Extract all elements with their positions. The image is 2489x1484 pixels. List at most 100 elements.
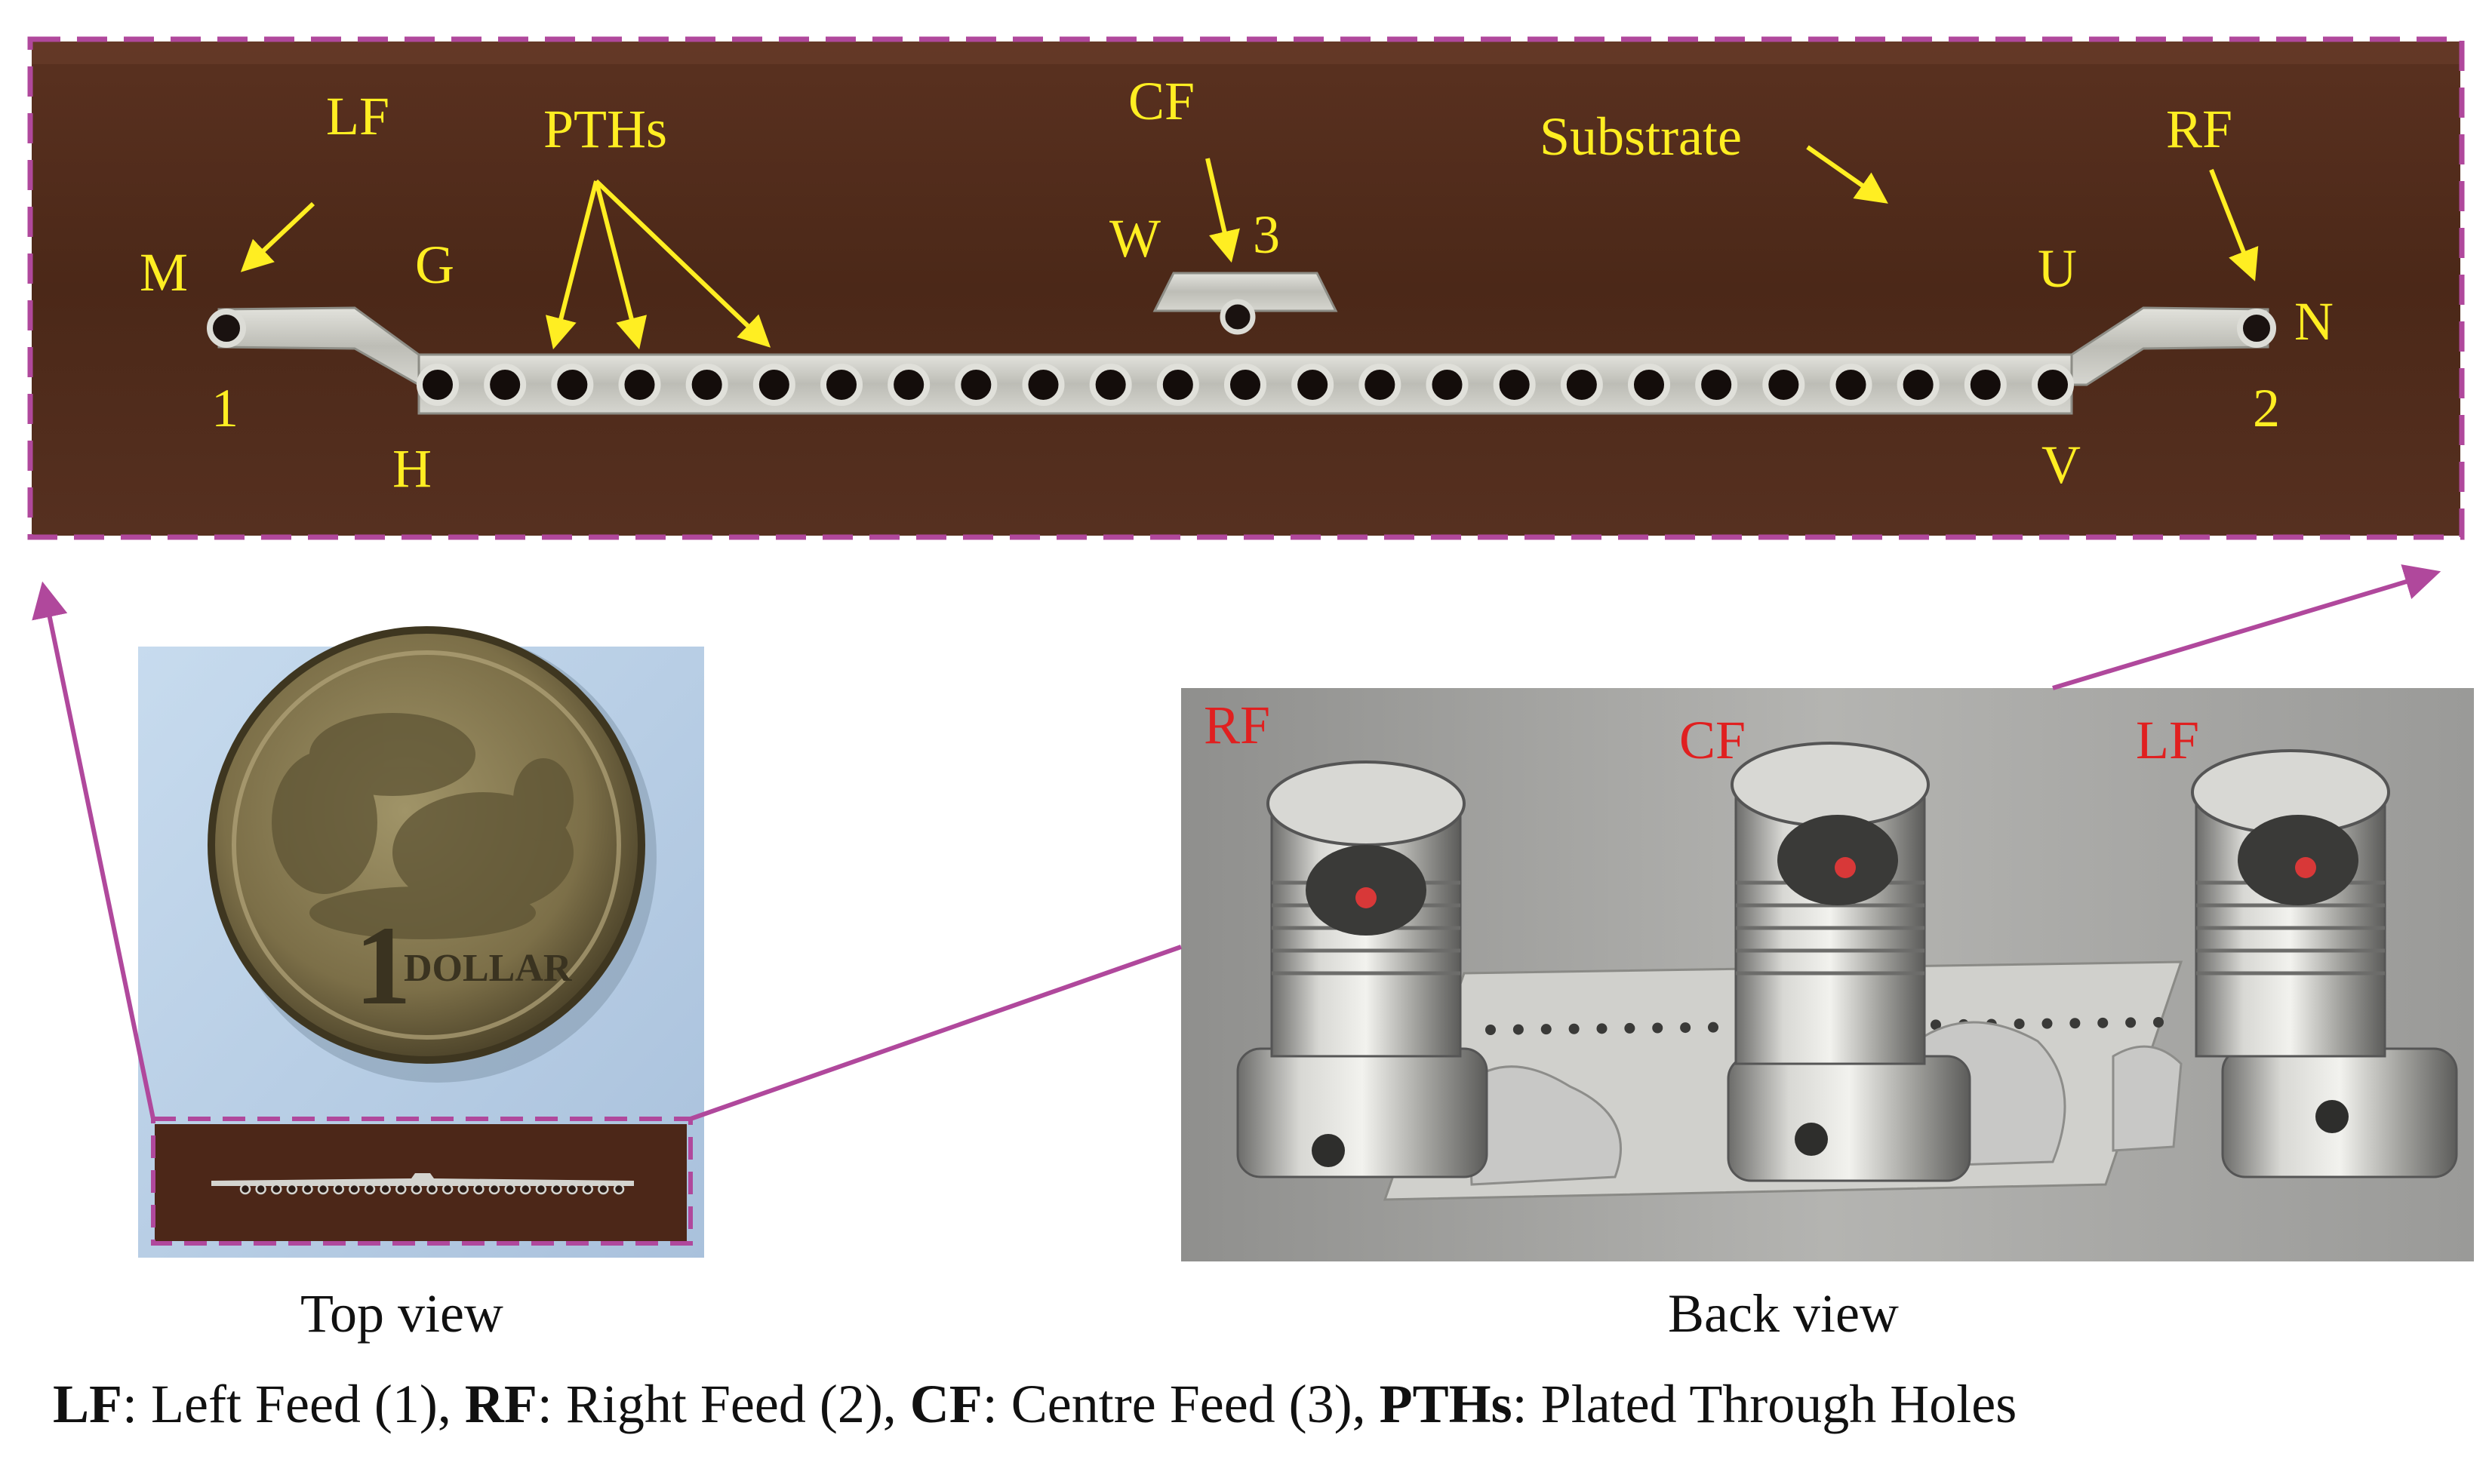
pth-via <box>1022 364 1065 406</box>
legend-cf-abbr: CF <box>909 1374 983 1434</box>
pth-via <box>1560 364 1603 406</box>
right-feed-hole <box>2237 309 2276 348</box>
small-pth-via <box>426 1183 438 1195</box>
back-pth-via <box>2097 1017 2109 1028</box>
back-pcb-vias <box>1485 1017 2164 1035</box>
pth-via <box>484 364 527 406</box>
label-pths: PTHs <box>543 99 667 159</box>
pth-via <box>1089 364 1132 406</box>
label-substrate: Substrate <box>1540 106 1742 167</box>
connector-label-rf: RF <box>1204 695 1270 755</box>
small-pth-via <box>520 1183 531 1195</box>
caption-back-view: Back view <box>1668 1283 1899 1344</box>
legend-pth-abbr: PTHs <box>1379 1374 1512 1434</box>
small-pth-via <box>271 1183 282 1195</box>
centre-pad <box>1152 272 1338 312</box>
zoom-line-small-to-back <box>690 945 1182 1121</box>
centre-feed-hole <box>1220 299 1256 335</box>
pth-via <box>1897 364 1940 406</box>
small-pth-via <box>566 1183 578 1195</box>
pth-via <box>1829 364 1872 406</box>
pth-via <box>417 364 459 406</box>
small-pcb-strip <box>211 1173 634 1186</box>
pth-via <box>1156 364 1199 406</box>
small-pth-via <box>411 1183 423 1195</box>
label-2: 2 <box>2253 378 2280 438</box>
back-pth-via <box>1931 1019 1941 1031</box>
connector-label-cf: CF <box>1679 710 1746 770</box>
pth-via <box>1628 364 1670 406</box>
label-n: N <box>2294 291 2334 352</box>
legend-lf-abbr: LF <box>53 1374 123 1434</box>
pth-via <box>752 364 795 406</box>
zoom-line-back-view <box>2052 564 2441 690</box>
pth-via <box>551 364 594 406</box>
back-pth-via <box>2041 1018 2053 1029</box>
small-pth-via <box>317 1183 329 1195</box>
annotation-arrows <box>240 145 2259 350</box>
small-pth-via <box>255 1183 266 1195</box>
back-pth-via <box>1568 1023 1580 1034</box>
arrow-pth-2 <box>594 180 648 350</box>
back-pth-via <box>1596 1023 1608 1034</box>
small-pth-via <box>535 1183 547 1195</box>
annotation-labels: LF PTHs CF Substrate RF M G W 3 U N 1 H … <box>140 71 2334 499</box>
arrow-substrate <box>1806 145 1888 204</box>
zoom-frame <box>27 36 2465 540</box>
small-pth-via <box>333 1183 344 1195</box>
small-pcb-vias <box>239 1183 625 1195</box>
arrow-lf <box>240 201 315 272</box>
pth-via <box>1964 364 2007 406</box>
back-pth-via <box>2014 1019 2025 1030</box>
legend-pth-desc: : Plated Through Holes <box>1512 1374 2017 1434</box>
zoom-line-top-view <box>32 581 155 1120</box>
small-pth-via <box>364 1183 376 1195</box>
small-pth-via <box>380 1183 391 1195</box>
pth-via <box>685 364 728 406</box>
back-pth-via <box>2125 1017 2137 1028</box>
label-rf: RF <box>2166 99 2232 159</box>
label-w: W <box>1109 208 1161 269</box>
arrow-rf <box>2209 168 2259 281</box>
small-pth-via <box>457 1183 469 1195</box>
pth-via <box>2032 364 2074 406</box>
arrow-pth-1 <box>545 180 598 350</box>
small-pth-via <box>349 1183 360 1195</box>
label-cf: CF <box>1128 71 1195 131</box>
pth-via <box>955 364 998 406</box>
pth-via <box>1224 364 1266 406</box>
arrow-pth-3 <box>594 179 771 348</box>
small-pth-via <box>302 1183 313 1195</box>
pth-via <box>888 364 931 406</box>
arrow-cf <box>1205 158 1240 263</box>
pth-via <box>1493 364 1536 406</box>
small-pth-via <box>441 1183 454 1195</box>
label-u: U <box>2038 238 2077 299</box>
substrate-edge-highlight <box>32 41 2460 64</box>
label-m: M <box>140 242 188 303</box>
pth-via <box>1426 364 1469 406</box>
small-zoom-frame <box>151 1117 693 1246</box>
back-pth-via <box>1652 1022 1663 1034</box>
back-pth-via <box>1624 1022 1635 1034</box>
small-pth-via <box>504 1183 515 1195</box>
pth-via <box>618 364 661 406</box>
pth-via <box>1291 364 1334 406</box>
back-pth-via <box>2069 1018 2081 1029</box>
small-pth-via <box>582 1183 593 1195</box>
zoom-connector-lines <box>32 564 2441 1121</box>
legend-line: LF: Left Feed (1), RF: Right Feed (2), C… <box>53 1373 2017 1436</box>
small-pth-via <box>598 1183 609 1195</box>
small-pth-via <box>395 1183 407 1195</box>
back-pth-via <box>1540 1024 1552 1035</box>
coin-digit: 1 <box>355 903 411 1028</box>
legend-rf-desc: : Right Feed (2), <box>537 1374 910 1434</box>
pth-via <box>1762 364 1805 406</box>
coin-rim <box>232 650 621 1040</box>
small-pth-via <box>473 1183 485 1195</box>
small-pth-via <box>551 1183 562 1195</box>
back-view-photo: RF CF LF <box>1181 688 2474 1261</box>
connector-rf <box>1236 760 1488 1178</box>
label-v: V <box>2041 435 2081 495</box>
